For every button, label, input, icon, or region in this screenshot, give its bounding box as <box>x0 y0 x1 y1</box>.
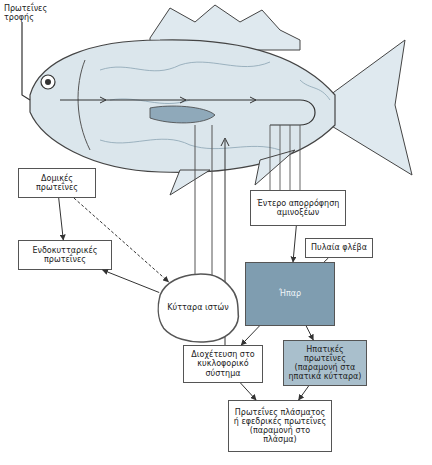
node-text: Πυλαία φλέβα <box>311 243 367 252</box>
flow-arrow <box>241 383 257 400</box>
anal-fin <box>255 150 295 185</box>
food-arrows <box>100 97 256 103</box>
node-text: Ήπαρ <box>279 289 301 298</box>
node-text: Πρωτεΐνες πλάσματος ή εφεδρικές πρωτεΐνε… <box>232 408 328 445</box>
liver-box: Ήπαρ <box>245 262 335 326</box>
flow-arrow <box>241 326 259 345</box>
food-line <box>22 22 30 100</box>
absorption-lines <box>270 125 300 190</box>
portal-vein-box: Πυλαία φλέβα <box>305 238 373 258</box>
intestine-box: Έντερο απορρόφηση αμινοξέων <box>250 190 346 226</box>
fish-pupil <box>45 79 51 85</box>
liver-proteins-box: Ηπατικές πρωτεΐνες (παραμονή στα ηπατικά… <box>283 340 367 386</box>
node-text: Διοχέτευση στο κυκλοφορικό σύστημα <box>187 350 259 378</box>
node-text: Δομικές πρωτεΐνες <box>22 174 92 192</box>
tissue-tube <box>195 125 212 278</box>
circulation-box: Διοχέτευση στο κυκλοφορικό σύστημα <box>183 345 263 383</box>
node-text: Κύτταρα ιστών <box>167 303 228 312</box>
node-text: Έντερο απορρόφηση αμινοξέων <box>254 199 342 217</box>
plasma-box: Πρωτεΐνες πλάσματος ή εφεδρικές πρωτεΐνε… <box>228 400 332 452</box>
flow-arrow <box>306 326 313 340</box>
gill-line <box>78 60 90 150</box>
flow-arrow <box>103 270 160 293</box>
fish-eye <box>41 75 55 89</box>
cell-circle: Κύτταρα ιστών <box>155 272 241 344</box>
flow-arrow <box>299 386 309 400</box>
node-text: Ηπατικές πρωτεΐνες (παραμονή στα ηπατικά… <box>287 345 363 382</box>
structural-box: Δομικές πρωτεΐνες <box>18 168 96 198</box>
node-text: Ενδοκυτταρικές πρωτεΐνες <box>22 246 108 264</box>
gut <box>60 100 315 125</box>
blood-vessels <box>100 62 330 150</box>
flow-arrow <box>59 198 64 240</box>
flow-arrow <box>293 226 296 262</box>
liver-organ <box>150 106 215 123</box>
liver-hatch <box>245 262 335 326</box>
input-label: Πρωτεΐνες τροφής <box>4 4 74 22</box>
intracellular-box: Ενδοκυτταρικές πρωτεΐνες <box>18 240 112 270</box>
tail-fin <box>330 40 412 175</box>
ventral-fin <box>170 170 210 195</box>
